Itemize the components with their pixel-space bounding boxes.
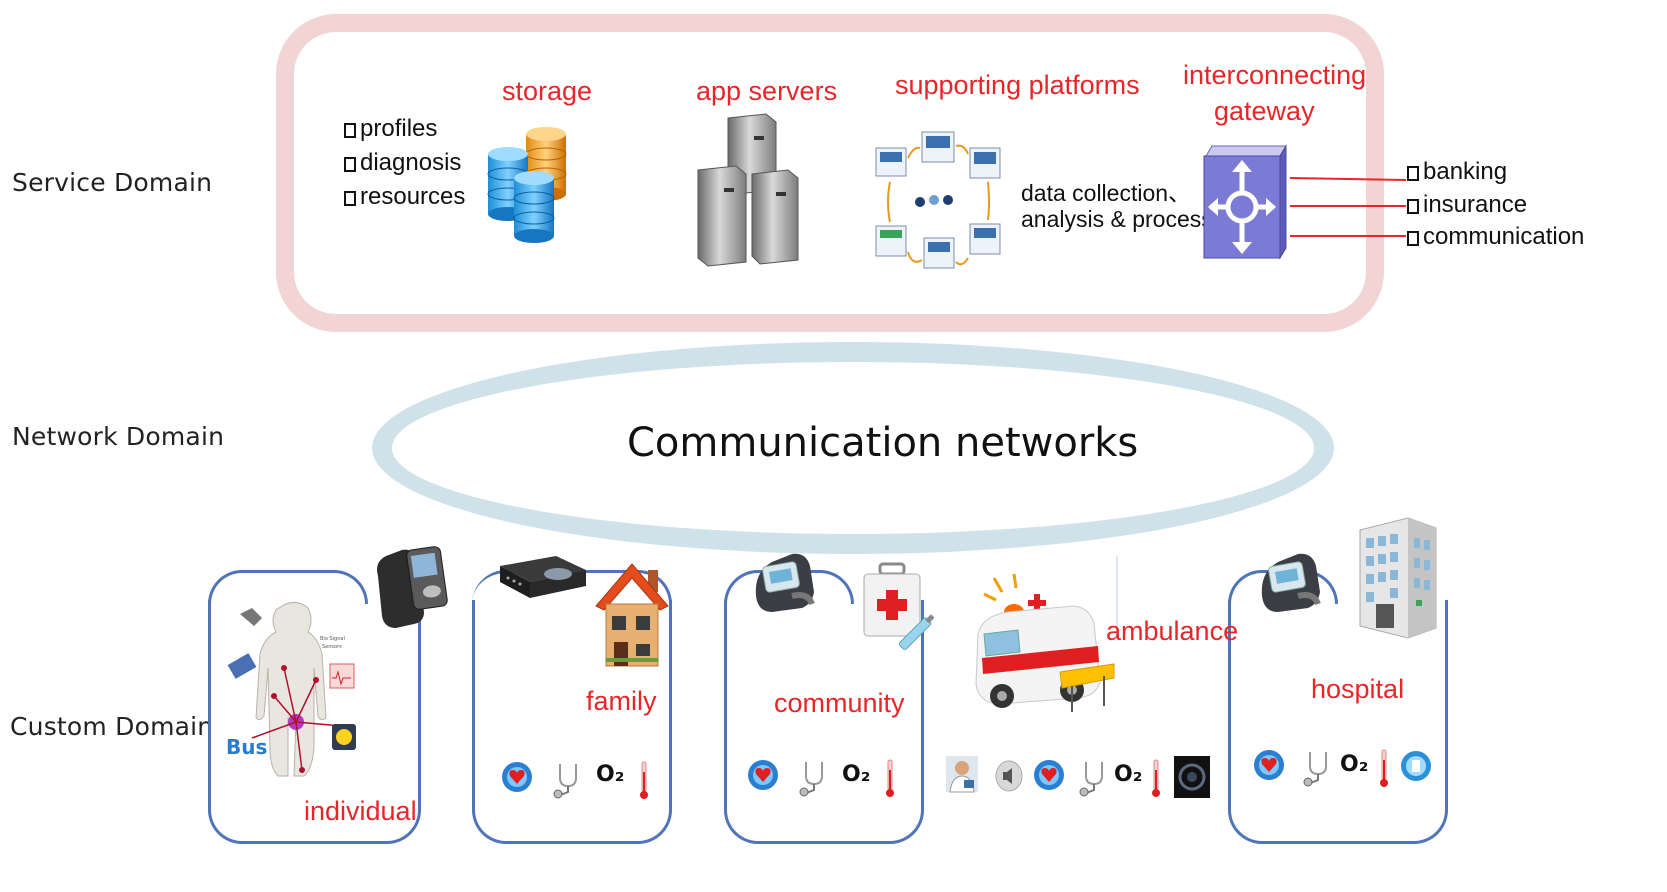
house-icon [595,563,669,667]
svg-text:Bus: Bus [226,735,267,759]
service-domain-box [276,14,1384,332]
mobile-phone-icon [377,546,448,628]
home-gateway-device-icon [500,556,586,598]
data-process-line-1: data collection、 [1021,180,1192,206]
service-data-list: profiles diagnosis resources [344,112,465,214]
community-label: community [774,688,905,718]
doctor-icon [946,756,978,793]
oxygen-icon: O₂ [1114,762,1143,787]
stethoscope-icon [553,764,577,799]
individual-label: individual [304,796,417,826]
community-box [724,600,924,844]
server-icon [697,113,799,267]
list-item: banking [1407,156,1584,189]
checkbox-icon [344,123,356,138]
checkbox-icon [344,157,356,172]
heart-sensor-icon [748,760,778,790]
glucose-sensor-icon [1401,751,1431,781]
data-process-line-2: analysis & process [1021,206,1213,232]
supporting-platforms-label: supporting platforms [895,70,1140,100]
svg-text:Bio Signal: Bio Signal [320,636,345,642]
gateway-label-line-1: interconnecting [1183,60,1367,90]
stethoscope-icon [799,762,823,797]
database-icon [487,127,567,243]
divider [1116,556,1118,638]
list-item: communication [1407,221,1584,254]
oxygen-icon: O₂ [1340,752,1369,777]
network-domain-label: Network Domain [12,422,225,451]
checkbox-icon [1407,198,1419,214]
medical-kit-icon [863,562,935,650]
gateway-connector-lines [1289,177,1407,237]
custom-domain-label: Custom Domain [10,712,214,741]
list-item: diagnosis [344,146,465,180]
service-domain-label: Service Domain [12,168,213,197]
blood-pressure-monitor-icon [755,553,815,612]
platform-cycle-icon [875,131,1001,269]
hospital-building-icon [1359,517,1437,639]
family-box [472,600,672,844]
thermometer-icon [1152,759,1160,797]
individual-box [208,600,421,844]
list-item: profiles [344,112,465,146]
ambulance-label: ambulance [1106,616,1239,646]
stethoscope-icon [1303,752,1327,787]
hospital-box [1228,600,1448,844]
thermometer-icon [1380,749,1388,787]
heart-sensor-icon [502,762,532,792]
checkbox-icon [1407,166,1419,181]
heart-sensor-icon [1034,760,1064,790]
speaker-icon [995,760,1023,792]
stethoscope-icon [1079,762,1103,797]
checkbox-icon [1407,231,1419,246]
family-label: family [586,686,657,716]
heart-sensor-icon [1254,750,1284,780]
list-item: insurance [1407,189,1584,222]
app-servers-label: app servers [696,76,838,106]
svg-text:Sensors: Sensors [322,644,342,650]
list-item: resources [344,180,465,214]
scan-image-icon [1174,756,1210,798]
gateway-switch-icon [1203,144,1287,260]
checkbox-icon [344,191,356,206]
hospital-label: hospital [1311,674,1405,704]
storage-label: storage [502,76,593,106]
thermometer-icon [640,761,648,799]
gateway-label-line-2: gateway [1214,96,1315,126]
external-services-list: banking insurance communication [1407,156,1584,254]
thermometer-icon [886,759,894,797]
ambulance-icon [975,573,1115,712]
oxygen-icon: O₂ [596,762,625,787]
blood-pressure-monitor-icon [1261,553,1321,612]
oxygen-icon: O₂ [842,762,871,787]
network-title: Communication networks [627,420,1139,466]
